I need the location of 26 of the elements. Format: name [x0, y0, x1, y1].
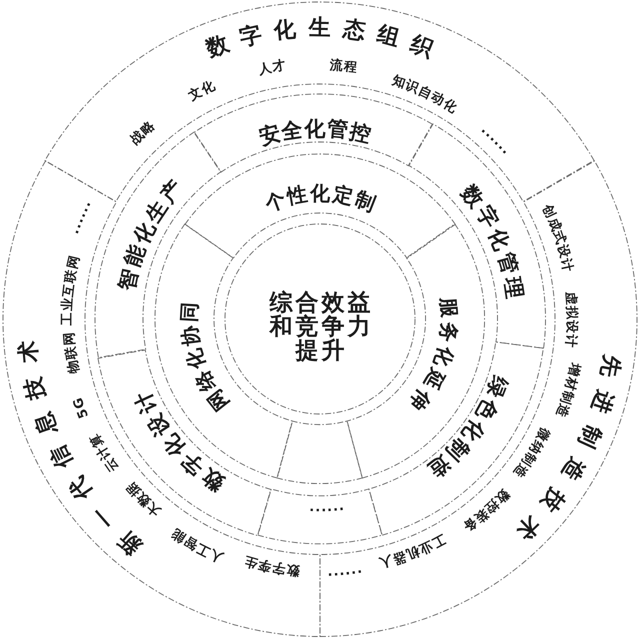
sector-item: 工业互联网: [60, 253, 84, 325]
sector-item: 人才: [258, 58, 288, 78]
ring-sector: [184, 153, 456, 260]
sector-item: 创成式设计: [538, 202, 576, 274]
sector-item: 数控装备: [459, 486, 512, 534]
center-label: 综合效益和竞争力提升: [268, 291, 374, 363]
sector-item: 文化: [186, 78, 219, 104]
sector-item: 大数据: [124, 478, 164, 518]
sector-label: 数字化管理: [456, 180, 527, 304]
sector-item: 5G: [70, 394, 92, 420]
ring-sector: [256, 488, 383, 545]
sector-item: 战略: [128, 118, 159, 148]
sector-item: 人工智能: [168, 524, 226, 564]
sector-item: ......: [326, 566, 364, 584]
sector-item: 物联网: [62, 330, 83, 374]
sector-item: 数字孪生: [242, 552, 300, 578]
sector-item: 增材制造: [552, 361, 582, 420]
sector-label: 安全化管控: [256, 116, 374, 150]
sector-item: 工业机器人: [376, 530, 448, 570]
sector-label: 智能化生产: [114, 174, 190, 293]
ring-sector: [276, 420, 364, 485]
sector-label: 个性化定制: [262, 180, 380, 217]
sector-item: 流程: [330, 58, 360, 76]
sector-item: 虚拟设计: [562, 290, 580, 348]
sector-item: 知识自动化: [390, 73, 461, 117]
sector-label: ......: [308, 504, 346, 520]
